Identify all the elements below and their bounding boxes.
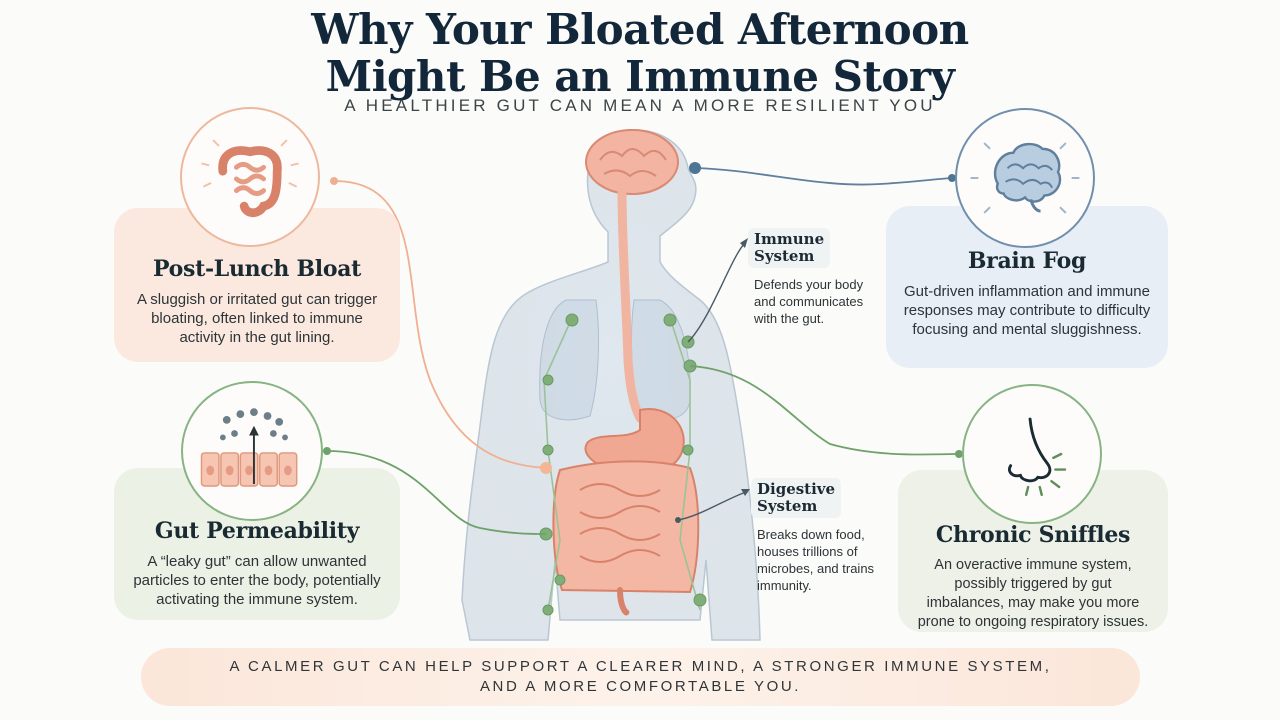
callout-immune-system: Immune System Defends your body and comm… [748,228,888,327]
card-text: An overactive immune system, possibly tr… [917,557,1149,630]
brain-icon [970,142,1080,214]
card-text: A sluggish or irritated gut can trigger … [136,291,378,346]
brain-icon-circle [955,108,1095,248]
card-gut-permeability: Gut Permeability A “leaky gut” can allow… [114,468,400,620]
callout-text: Breaks down food, houses trillions of mi… [757,527,875,593]
title-line-2: Might Be an Immune Story [325,52,955,101]
lymph-network [539,313,707,616]
page-subtitle: A HEALTHIER GUT CAN MEAN A MORE RESILIEN… [344,96,936,115]
connector-immune [687,243,745,343]
page-title: Why Your Bloated Afternoon Might Be an I… [240,6,1040,100]
card-title: Chronic Sniffles [935,522,1131,548]
callout-label-line-1: Digestive [757,480,836,498]
callout-digestive-system: Digestive System Breaks down food, house… [751,478,887,594]
card-text: A “leaky gut” can allow unwanted particl… [133,553,381,608]
card-title: Brain Fog [967,248,1087,274]
esophagus [617,187,645,423]
connector-sniffles [689,365,960,456]
card-text: Gut-driven inflammation and immune respo… [903,283,1151,338]
callout-label-line-1: Immune [754,230,825,248]
intestines [552,460,700,616]
callout-label: Digestive System [751,478,842,518]
bottom-banner: A CALMER GUT CAN HELP SUPPORT A CLEARER … [141,648,1140,706]
connector-brain-fog [694,167,953,186]
callout-text: Defends your body and communicates with … [754,277,864,326]
callout-label-line-2: System [757,497,818,515]
intestine-icon-circle [180,107,320,247]
card-title: Gut Permeability [154,518,360,544]
intestine-icon [201,139,299,218]
nose-icon-circle [962,384,1102,524]
brain-organ [585,129,679,195]
banner-line-1: A CALMER GUT CAN HELP SUPPORT A CLEARER … [229,658,1052,675]
title-line-1: Why Your Bloated Afternoon [311,5,969,54]
nose-icon [1007,417,1067,497]
connector-permeability [326,450,547,535]
callout-label: Immune System [748,228,831,268]
gut-lining-icon-circle [181,381,323,521]
card-title: Post-Lunch Bloat [152,256,362,282]
gut-lining-cells-icon [200,408,298,487]
left-lung [539,299,599,421]
callout-label-line-2: System [754,247,815,265]
banner-line-2: AND A MORE COMFORTABLE YOU. [479,678,802,695]
connector-digestive [677,491,747,521]
connector-bloat [333,180,547,469]
